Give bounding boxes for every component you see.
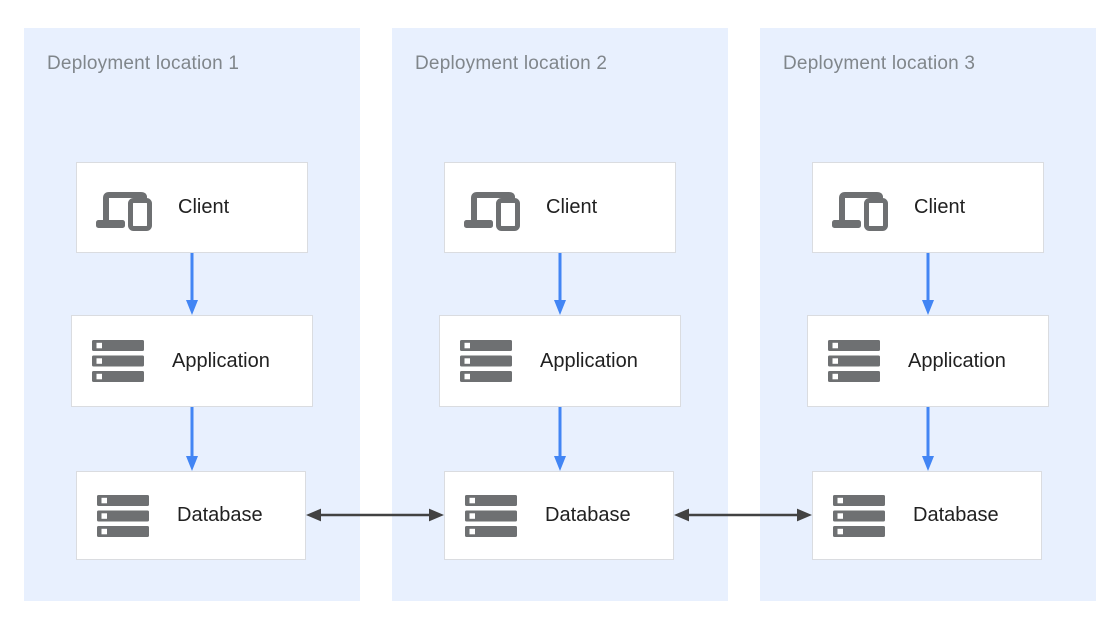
node-label: Database — [177, 504, 263, 526]
database-node: Database — [812, 471, 1042, 560]
db-sync-arrow-location2-location3 — [674, 508, 812, 522]
server-stack-icon — [833, 494, 887, 537]
flow-arrow-client-to-application — [554, 253, 566, 315]
client-node: Client — [812, 162, 1044, 253]
node-label: Client — [178, 196, 230, 218]
panel-title: Deployment location 1 — [47, 53, 240, 74]
db-sync-arrow-location1-location2 — [306, 508, 444, 522]
client-node: Client — [76, 162, 308, 253]
flow-arrow-client-to-application — [186, 253, 198, 315]
server-stack-icon — [97, 494, 151, 537]
client-devices-icon — [463, 185, 520, 231]
panel-deployment-location-2: Deployment location 2 Client — [392, 28, 728, 601]
flow-arrow-application-to-database — [186, 407, 198, 471]
client-devices-icon — [831, 185, 888, 231]
panel-deployment-location-3: Deployment location 3 Client — [760, 28, 1096, 601]
application-node: Application — [71, 315, 313, 407]
node-label: Application — [908, 349, 1006, 372]
database-node: Database — [76, 471, 306, 560]
database-node: Database — [444, 471, 674, 560]
flow-arrow-application-to-database — [554, 407, 566, 471]
node-label: Application — [540, 349, 638, 372]
node-label: Client — [546, 196, 598, 218]
client-devices-icon — [95, 185, 152, 231]
client-node: Client — [444, 162, 676, 253]
panel-deployment-location-1: Deployment location 1 Client — [24, 28, 360, 601]
node-label: Client — [914, 196, 966, 218]
panel-title: Deployment location 3 — [783, 53, 976, 74]
application-node: Application — [439, 315, 681, 407]
flow-arrow-client-to-application — [922, 253, 934, 315]
server-stack-icon — [92, 340, 146, 382]
server-stack-icon — [828, 340, 882, 382]
node-label: Database — [545, 504, 631, 526]
application-node: Application — [807, 315, 1049, 407]
node-label: Application — [172, 349, 270, 372]
panel-title: Deployment location 2 — [415, 53, 608, 74]
flow-arrow-application-to-database — [922, 407, 934, 471]
server-stack-icon — [460, 340, 514, 382]
node-label: Database — [913, 504, 999, 526]
server-stack-icon — [465, 494, 519, 537]
